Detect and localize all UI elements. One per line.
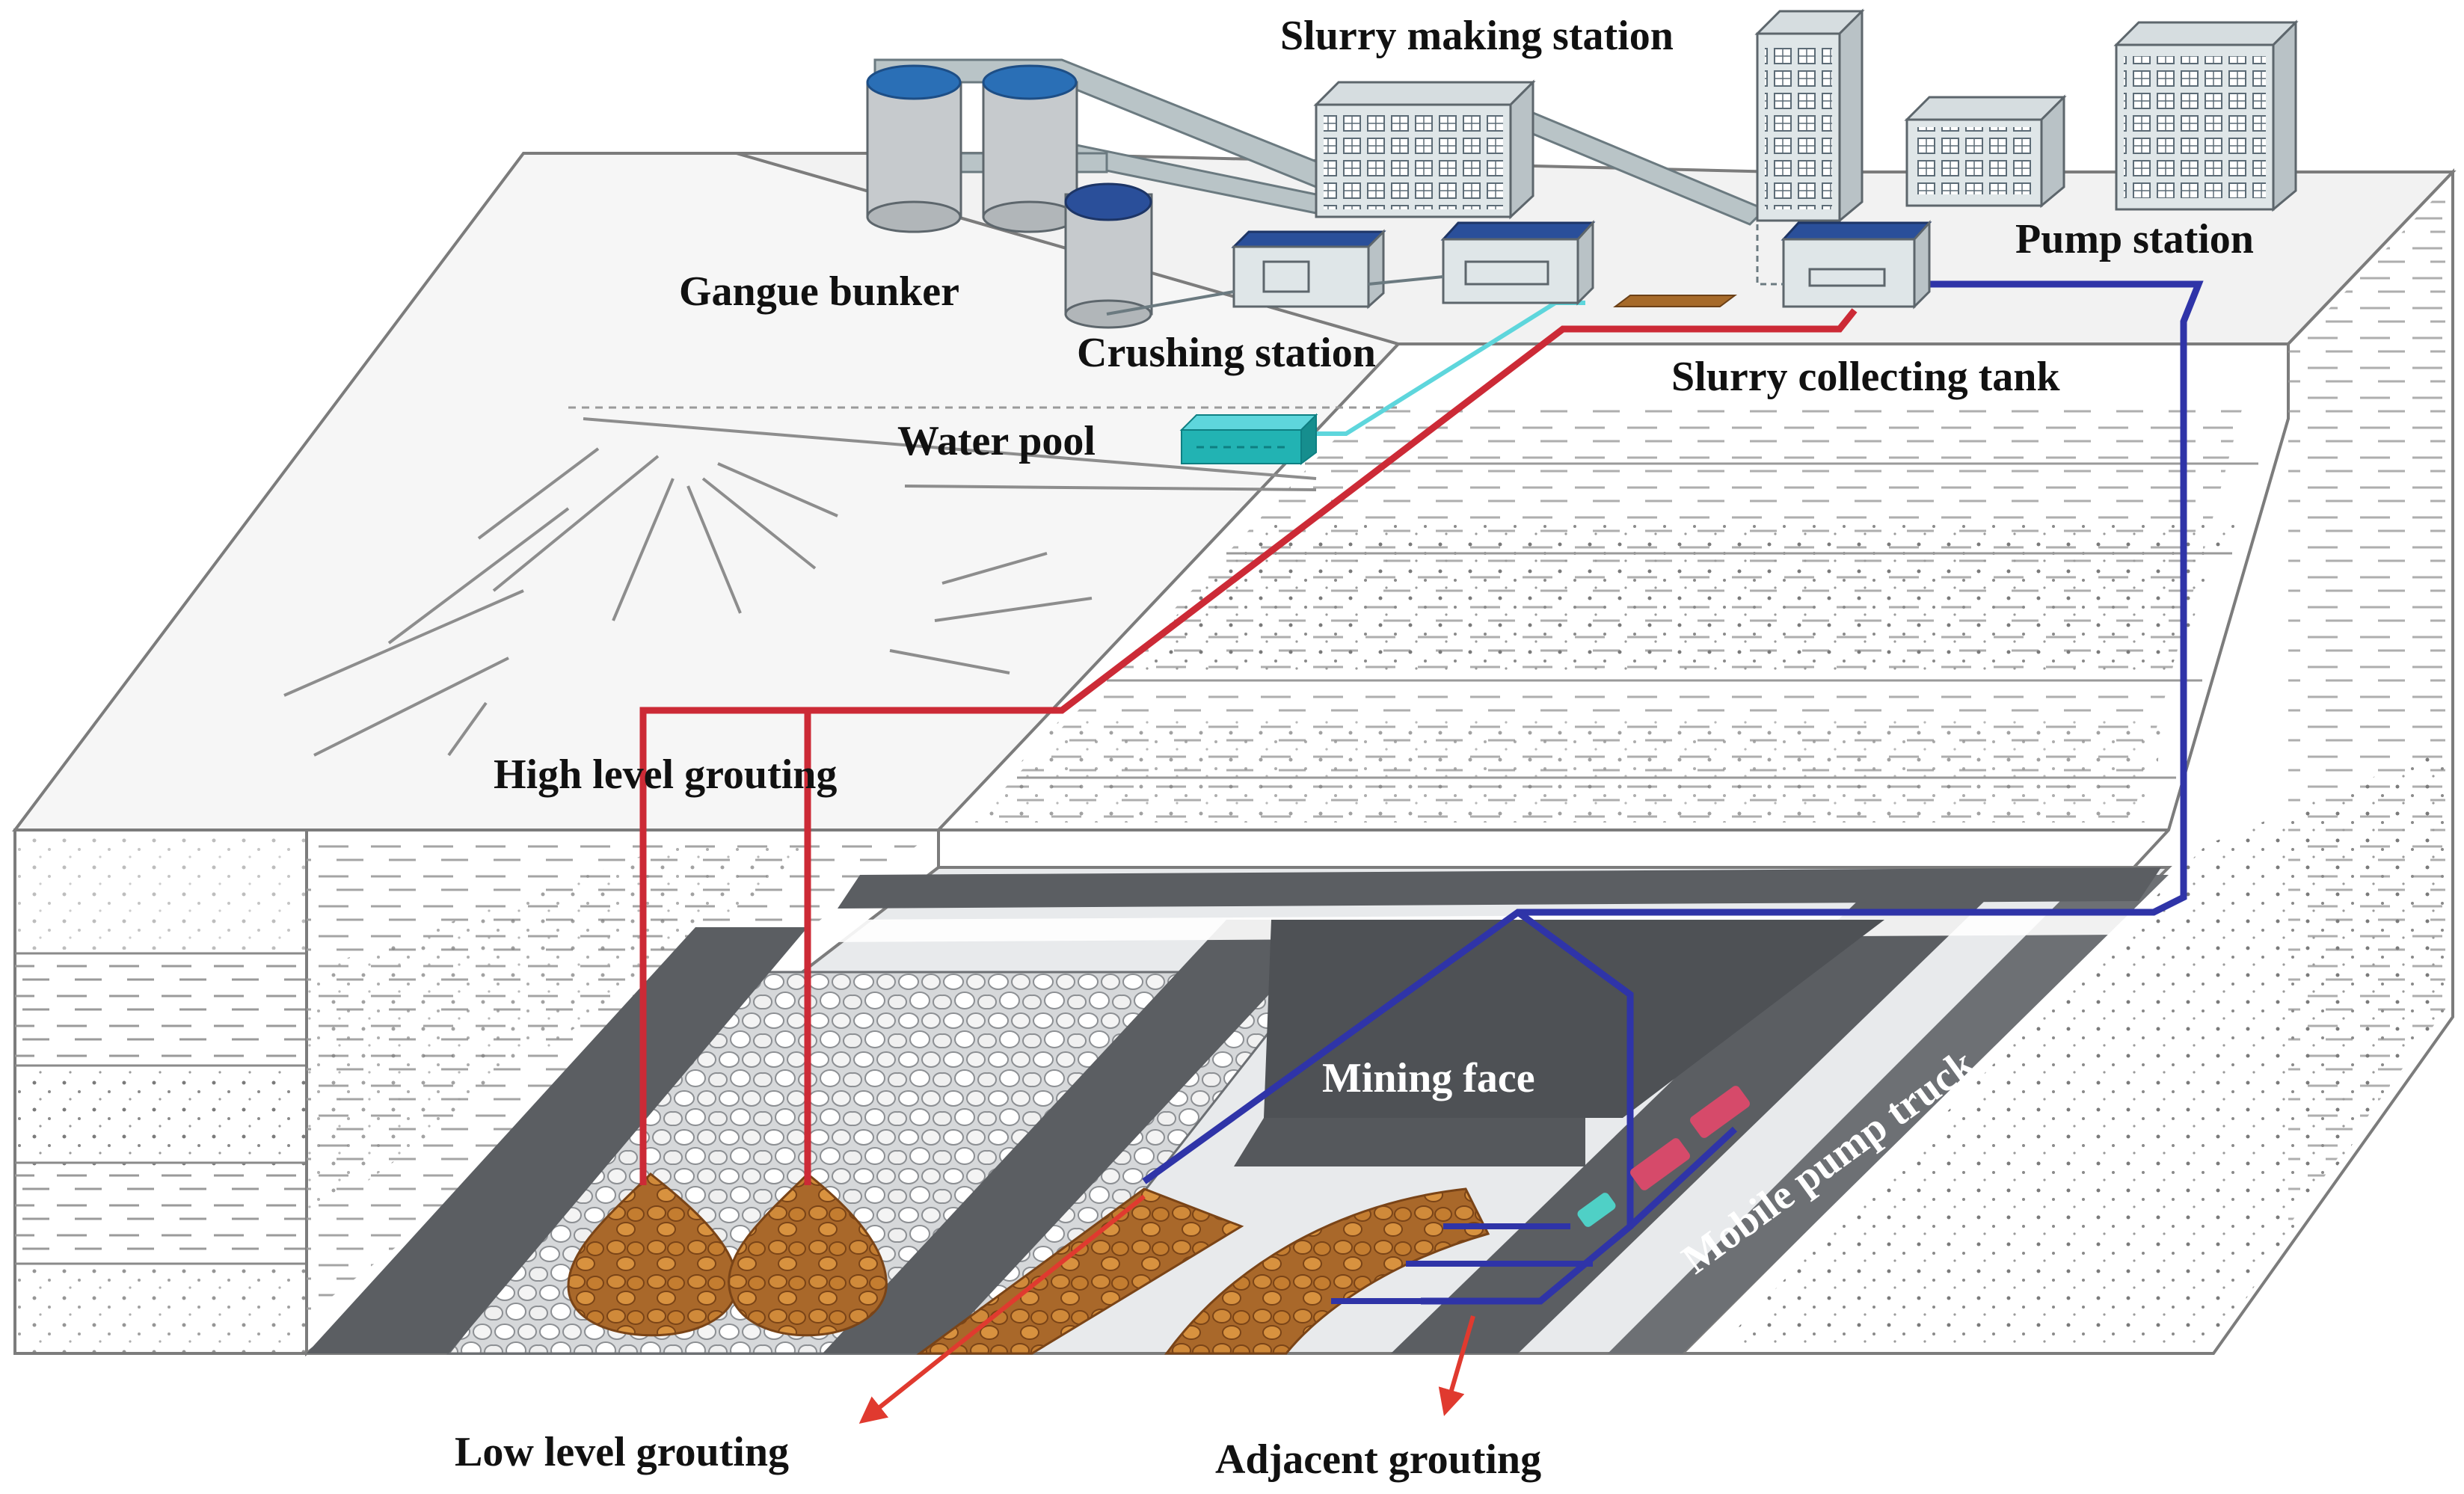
high-level-grout-bulb-2 xyxy=(728,1172,888,1337)
label-water-pool: Water pool xyxy=(897,418,1096,464)
high-level-grout-pipe xyxy=(639,308,1858,1185)
label-crushing-station: Crushing station xyxy=(1077,330,1376,376)
label-slurry-making-station: Slurry making station xyxy=(1280,13,1674,59)
sump-icon xyxy=(1613,295,1737,307)
label-low-level-grouting: Low level grouting xyxy=(455,1429,789,1475)
building-icon xyxy=(2113,19,2299,212)
roadway-middle xyxy=(823,920,1339,1353)
silo-icon xyxy=(866,64,1153,329)
label-slurry-collecting-tank: Slurry collecting tank xyxy=(1671,354,2060,400)
mining-face-block xyxy=(1234,1118,1585,1166)
pump-truck-icon xyxy=(1577,1086,1750,1227)
surface-hatching xyxy=(283,417,1317,757)
adjacent-grout-fill xyxy=(1164,1187,1490,1355)
roadway-left xyxy=(307,927,808,1353)
roadway-cross xyxy=(838,867,2161,909)
high-level-grout-bulb-1 xyxy=(567,1172,738,1337)
label-gangue-bunker: Gangue bunker xyxy=(679,268,959,315)
water-pool-icon xyxy=(1179,413,1318,465)
label-pump-station: Pump station xyxy=(2015,216,2254,262)
building-icon xyxy=(1754,8,1865,224)
roadway-far-right xyxy=(1608,875,2169,1353)
label-high-level-grouting: High level grouting xyxy=(494,751,838,798)
building-icon xyxy=(1313,79,1536,220)
tank-icon xyxy=(1781,220,1932,310)
building-icon xyxy=(1904,94,2067,209)
label-mining-face: Mining face xyxy=(1322,1055,1535,1101)
arrow-adjacent xyxy=(1438,1315,1475,1416)
arrow-low-level xyxy=(858,1194,1146,1424)
label-adjacent-grouting: Adjacent grouting xyxy=(1215,1436,1542,1483)
crushing-unit-icon xyxy=(1231,220,1596,310)
